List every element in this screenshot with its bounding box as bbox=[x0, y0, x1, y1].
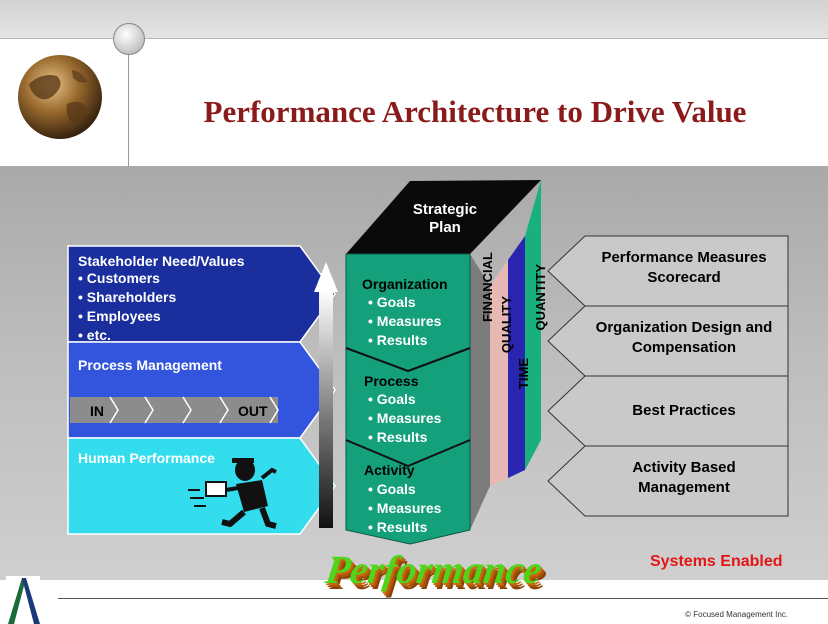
header-rule bbox=[0, 38, 828, 39]
level-name-process: Process bbox=[364, 373, 419, 389]
time-label: TIME bbox=[516, 358, 531, 390]
quantity-strip bbox=[525, 180, 541, 470]
level-item: • Results bbox=[368, 519, 428, 535]
copyright-text: © Focused Management Inc. bbox=[685, 610, 788, 619]
levels-column bbox=[345, 253, 471, 545]
quality-label: QUALITY bbox=[499, 296, 514, 354]
time-strip bbox=[508, 236, 525, 478]
right-label-scorecard: Performance Measures Scorecard bbox=[601, 249, 767, 286]
level-item: • Results bbox=[368, 332, 428, 348]
running-man-icon bbox=[188, 458, 277, 529]
header-vertical-rule bbox=[128, 38, 129, 166]
level-divider-1 bbox=[345, 347, 471, 373]
strategic-plan-label: Strategic Plan bbox=[412, 201, 478, 236]
level-name-activity: Activity bbox=[364, 462, 415, 478]
human-heading: Human Performance bbox=[78, 450, 215, 466]
systems-enabled-label: Systems Enabled bbox=[650, 553, 783, 570]
company-logo-icon bbox=[6, 576, 40, 624]
level-item: • Measures bbox=[368, 500, 442, 516]
process-heading: Process Management bbox=[78, 357, 222, 373]
level-item: • Measures bbox=[368, 313, 442, 329]
performance-wordart: Performance bbox=[322, 547, 545, 592]
upward-arrow-shaft bbox=[319, 290, 333, 528]
right-label-abm: Activity Based Management bbox=[632, 459, 736, 496]
stakeholder-item: • Shareholders bbox=[78, 289, 177, 305]
strategic-plan-top bbox=[346, 180, 541, 254]
right-label-org-design: Organization Design and Compensation bbox=[595, 319, 773, 356]
level-item: • Goals bbox=[368, 481, 416, 497]
level-item: • Measures bbox=[368, 410, 442, 426]
level-item: • Goals bbox=[368, 391, 416, 407]
right-label-best-practices: Best Practices bbox=[632, 402, 736, 419]
stakeholder-shape bbox=[67, 245, 336, 343]
upward-arrow-head bbox=[314, 262, 338, 292]
process-chevron-band bbox=[70, 397, 278, 423]
quantity-label: QUANTITY bbox=[533, 264, 548, 331]
process-out-label: OUT bbox=[238, 403, 268, 419]
process-chevrons bbox=[109, 396, 279, 424]
page-title: Performance Architecture to Drive Value bbox=[203, 94, 747, 129]
financial-strip bbox=[470, 254, 490, 530]
footer-rule bbox=[58, 598, 828, 599]
header-knob bbox=[113, 23, 145, 55]
stakeholder-item: • etc. bbox=[78, 327, 111, 343]
level-name-organization: Organization bbox=[362, 276, 448, 292]
stakeholder-item: • Employees bbox=[78, 308, 161, 324]
process-in-label: IN bbox=[90, 403, 104, 419]
quality-strip bbox=[490, 260, 508, 486]
level-item: • Goals bbox=[368, 294, 416, 310]
right-shape-4 bbox=[547, 445, 789, 517]
financial-label: FINANCIAL bbox=[480, 252, 495, 323]
globe-icon bbox=[18, 55, 102, 139]
level-item: • Results bbox=[368, 429, 428, 445]
stakeholder-item: • Customers bbox=[78, 270, 160, 286]
stakeholder-heading: Stakeholder Need/Values bbox=[78, 253, 245, 269]
human-shape bbox=[67, 437, 336, 535]
level-divider-2 bbox=[345, 439, 471, 468]
